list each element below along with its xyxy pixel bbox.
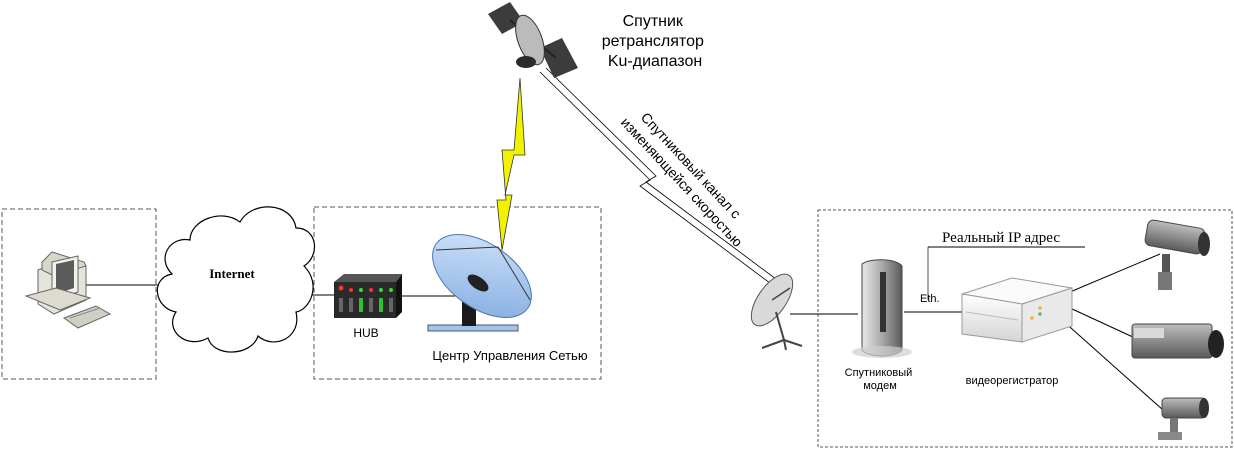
- ncc-box: [313, 206, 602, 380]
- camera-3-icon: [1158, 397, 1209, 440]
- remote-dish-icon: [750, 273, 803, 351]
- modem-label: Спутниковый модем: [845, 367, 916, 392]
- satellite-icon: [488, 2, 578, 78]
- internet-label: Internet: [209, 266, 255, 281]
- camera-1-icon: [1144, 219, 1210, 290]
- dvr-label: видеорегистратор: [966, 375, 1059, 387]
- eth-label: Eth.: [920, 293, 940, 305]
- satellite-modem-icon: [852, 259, 912, 358]
- satellite-label: Спутник ретранслятор Ku-диапазон: [602, 13, 709, 70]
- dvr-icon: [961, 277, 1073, 343]
- hub-icon: [334, 274, 402, 318]
- uplink-lightning: [496, 77, 526, 251]
- user-site-box: [1, 208, 157, 380]
- hub-label: HUB: [353, 326, 378, 340]
- dvr-camera1-link: [1069, 253, 1161, 293]
- internet-cloud-icon: [156, 206, 316, 353]
- ncc-label: Центр Управления Сетью: [432, 348, 587, 363]
- remote-site-box: [817, 209, 1233, 448]
- computer-icon: [24, 251, 112, 329]
- hub-dish-icon: [427, 234, 532, 332]
- dvr-camera3-link: [1061, 319, 1164, 411]
- channel-label: Спутниковый канал с изменяющейся скорост…: [618, 102, 759, 250]
- satellite-channel-link: [539, 67, 789, 293]
- camera-2-icon: [1131, 323, 1224, 359]
- ip-address-label: Реальный IP адрес: [942, 230, 1060, 246]
- dvr-camera2-link: [1069, 307, 1136, 339]
